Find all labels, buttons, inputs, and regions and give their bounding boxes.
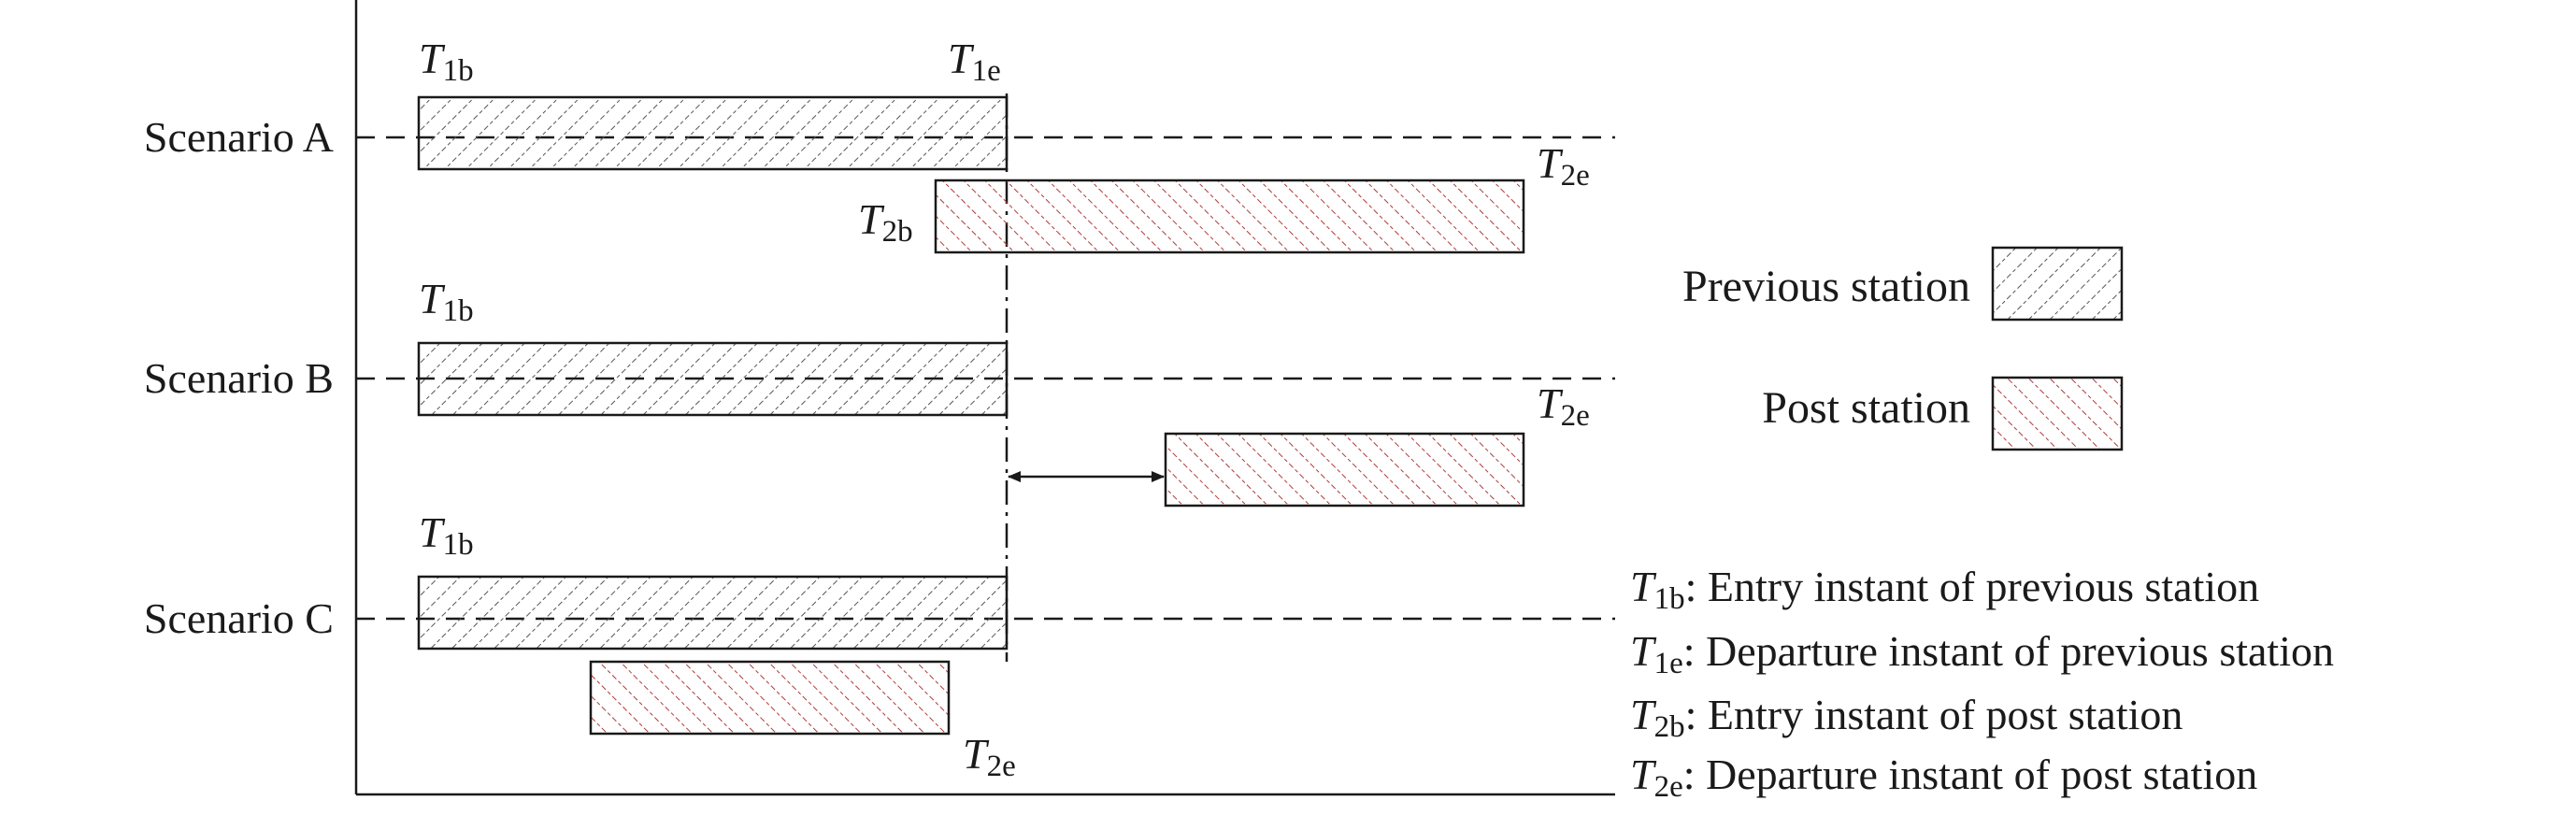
scenario-b-t1b-label: T1b xyxy=(419,275,474,328)
svg-text:T2e: Departure instant of post: T2e: Departure instant of post station xyxy=(1630,751,2257,804)
svg-text:T2e: T2e xyxy=(963,730,1016,783)
scenario-b-previous-bar xyxy=(417,341,1009,417)
scenario-a-previous-bar xyxy=(417,95,1009,171)
scenario-a-t2b-label: T2b xyxy=(858,195,913,249)
scenario-b-post-bar xyxy=(1164,432,1525,508)
legend-previous-swatch xyxy=(1991,246,2124,322)
scenario-a-t1e-label: T1e xyxy=(948,35,1001,88)
scenario-b-label: Scenario B xyxy=(144,354,334,402)
scenario-a-label: Scenario A xyxy=(144,113,334,161)
svg-text:T1e: T1e xyxy=(948,35,1001,88)
definition-t2b: T2b: Entry instant of post station xyxy=(1630,691,2182,744)
scenario-a-post-bar xyxy=(934,179,1525,254)
scenario-c-t1b-label: T1b xyxy=(419,508,474,562)
scenario-c-label: Scenario C xyxy=(144,594,334,642)
scenario-c-previous-bar xyxy=(417,575,1009,651)
definition-t1b: T1b: Entry instant of previous station xyxy=(1630,563,2259,616)
scenario-a-t2e-label: T2e xyxy=(1537,139,1590,193)
legend-previous-label: Previous station xyxy=(1682,262,1970,311)
svg-text:T1b: T1b xyxy=(419,275,474,328)
scenario-b-t2e-label: T2e xyxy=(1537,379,1590,433)
definition-t2e: T2e: Departure instant of post station xyxy=(1630,751,2257,804)
scenario-a-t1b-label: T1b xyxy=(419,35,474,88)
definition-t1e: T1e: Departure instant of previous stati… xyxy=(1630,627,2334,680)
scenario-c-post-bar xyxy=(589,660,951,736)
svg-text:T1e: Departure instant of prev: T1e: Departure instant of previous stati… xyxy=(1630,627,2334,680)
svg-text:T2b: Entry instant of post sta: T2b: Entry instant of post station xyxy=(1630,691,2182,744)
svg-text:T2e: T2e xyxy=(1537,139,1590,193)
svg-text:T1b: T1b xyxy=(419,35,474,88)
legend-post-swatch xyxy=(1991,376,2124,451)
svg-text:T1b: Entry instant of previous: T1b: Entry instant of previous station xyxy=(1630,563,2259,616)
svg-text:T1b: T1b xyxy=(419,508,474,562)
scenario-c-t2e-label: T2e xyxy=(963,730,1016,783)
svg-text:T2e: T2e xyxy=(1537,379,1590,433)
svg-text:T2b: T2b xyxy=(858,195,913,249)
legend-post-label: Post station xyxy=(1762,383,1970,433)
